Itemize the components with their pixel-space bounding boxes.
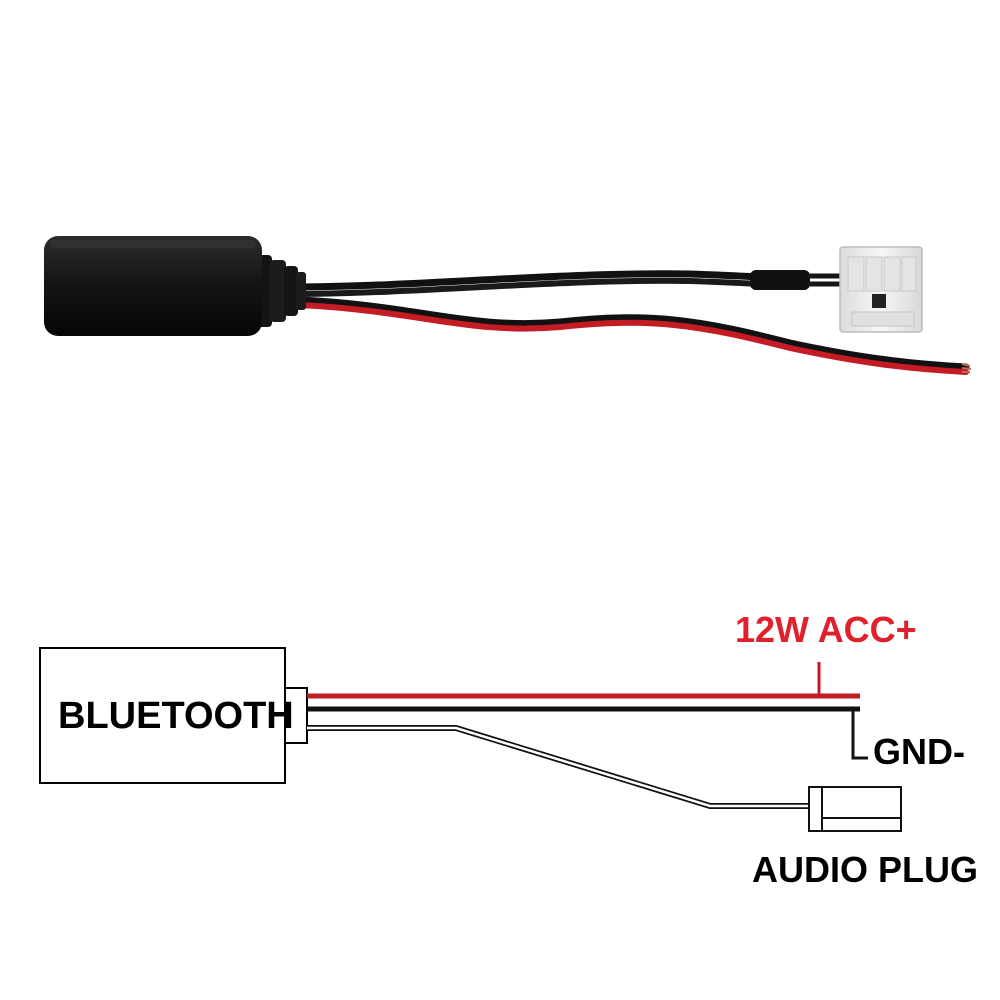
module-connector-stub [284, 687, 308, 744]
strain-relief [256, 255, 306, 327]
audio-wire-outer [307, 725, 810, 809]
audio-wire-inner [307, 726, 810, 808]
module-box [39, 647, 286, 784]
audio-plug-label: AUDIO PLUG [752, 849, 979, 890]
gnd-leader [851, 711, 868, 760]
power-wire-pair [296, 296, 972, 375]
gnd-label: GND- [873, 731, 965, 772]
bluetooth-receiver-module-icon [44, 236, 262, 336]
acc-label: 12W ACC+ [735, 609, 917, 650]
wiring-schematic [39, 647, 902, 832]
audio-plug-symbol [808, 786, 902, 832]
product-photo [44, 236, 972, 375]
heat-shrink-sleeve [750, 270, 810, 290]
module-label: BLUETOOTH [58, 695, 294, 737]
audio-wire-bundle [296, 270, 842, 297]
audio-plug-connector-icon [839, 246, 923, 333]
